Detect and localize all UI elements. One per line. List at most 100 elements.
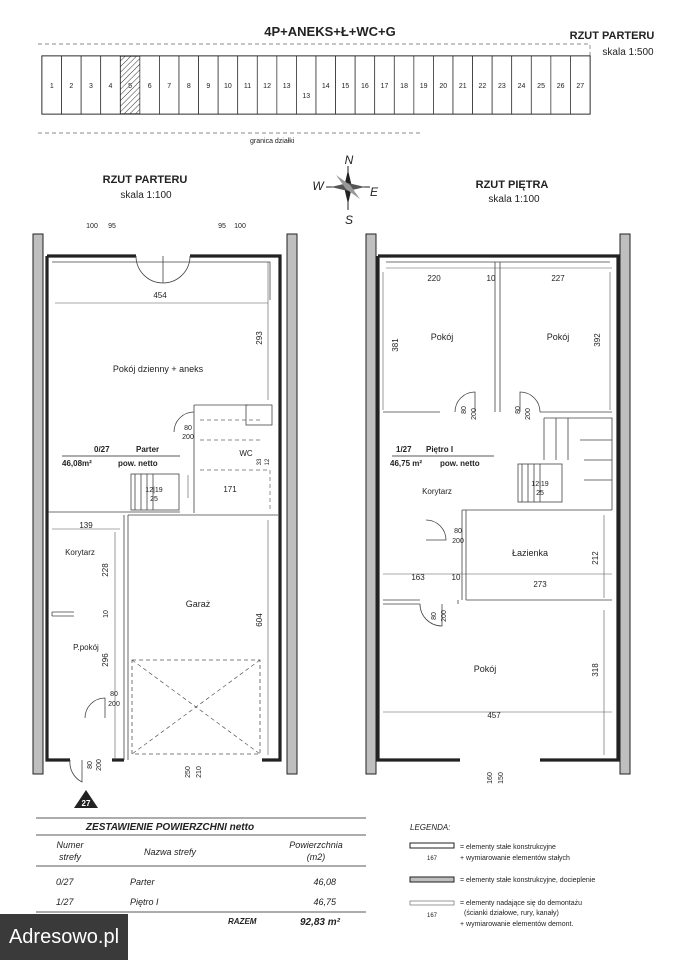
unit-cell-label: 18 — [400, 83, 408, 90]
gf-dim-wc2: 12 — [265, 458, 271, 465]
area-summary-table: ZESTAWIENIE POWIERZCHNI netto Numer stre… — [36, 817, 366, 928]
gf-room-living: Pokój dzienny + aneks — [113, 364, 204, 374]
legend: LEGENDA: 167 = elementy stałe konstrukcy… — [409, 823, 595, 928]
upper-floor-scale: skala 1:100 — [488, 194, 540, 205]
gf-room-utility: P.pokój — [73, 643, 99, 652]
row-1-area: 46,75 — [313, 897, 337, 907]
uf-dim-318: 318 — [591, 663, 600, 677]
unit-cell-label: 19 — [420, 83, 428, 90]
unit-cell-label: 20 — [439, 83, 447, 90]
compass-w: W — [312, 179, 325, 193]
uf-room-3: Pokój — [474, 664, 497, 674]
gf-dim-604: 604 — [255, 613, 264, 627]
uf-dim-80b: 80 — [515, 406, 522, 414]
row-1-zone: 1/27 — [56, 897, 75, 907]
ground-floor-plan — [32, 233, 298, 783]
header-area-1: Powierzchnia — [289, 840, 343, 850]
uf-room-bathroom: Łazienka — [512, 548, 548, 558]
gf-room-wc: WC — [239, 449, 253, 458]
header-area-2: (m2) — [307, 852, 326, 862]
unit-cell-label: 5 — [128, 83, 132, 90]
uf-dim-200a: 200 — [471, 408, 478, 420]
gf-room-garage: Garaż — [186, 599, 211, 609]
unit-cell-label: 22 — [478, 83, 486, 90]
unit-cell-label: 25 — [537, 83, 545, 90]
header-zone-1: Numer — [56, 840, 84, 850]
gf-zone-id: 0/27 — [94, 445, 110, 454]
uf-dim-200c: 200 — [452, 538, 464, 545]
uf-dim-80d: 80 — [431, 612, 438, 620]
uf-area: 46,75 m² — [390, 459, 422, 468]
uf-dim-220: 220 — [427, 274, 441, 283]
ground-floor-scale: skala 1:100 — [120, 190, 172, 201]
uf-stair-25: 25 — [536, 490, 544, 497]
gf-dim-80c: 80 — [87, 761, 94, 769]
unit-cell-label: 12 — [263, 83, 271, 90]
unit-cell-label: 3 — [89, 83, 93, 90]
unit-cell-label: 17 — [381, 83, 389, 90]
gf-zone-name: Parter — [136, 445, 159, 454]
unit-cell-label: 13 — [302, 93, 310, 100]
legend-item-1: = elementy stałe konstrukcyjne — [460, 844, 556, 851]
uf-room-1: Pokój — [431, 332, 454, 342]
row-0-area: 46,08 — [313, 877, 336, 887]
uf-dim-392: 392 — [593, 333, 602, 347]
unit-cell-label: 16 — [361, 83, 369, 90]
compass-e: E — [370, 185, 379, 199]
gf-room-corridor: Korytarz — [65, 548, 95, 557]
unit-badge: 27 — [74, 790, 98, 808]
unit-cell-label: 9 — [206, 83, 210, 90]
gf-dim-250: 250 — [185, 766, 192, 778]
unit-cell-label: 21 — [459, 83, 467, 90]
uf-stair: 12|19 — [531, 481, 548, 488]
row-0-name: Parter — [130, 877, 156, 887]
gf-dim-296: 296 — [101, 653, 110, 667]
legend-dim-1: 167 — [427, 856, 438, 862]
gf-stair-25: 25 — [150, 496, 158, 503]
gf-dim-293: 293 — [255, 331, 264, 345]
unit-badge-number: 27 — [82, 799, 91, 808]
watermark-logo: Adresowo.pl — [0, 914, 128, 960]
row-0-zone: 0/27 — [56, 877, 75, 887]
unit-cell-label: 7 — [167, 83, 171, 90]
gf-stair: 12|19 — [145, 487, 162, 494]
gf-area: 46,08m² — [62, 459, 92, 468]
uf-dim-163: 163 — [411, 573, 425, 582]
uf-dim-150: 150 — [498, 772, 505, 784]
unit-cell-label: 15 — [341, 83, 349, 90]
uf-zone-id: 1/27 — [396, 445, 412, 454]
gf-dim-454: 454 — [153, 291, 167, 300]
gf-dim-139: 139 — [79, 521, 93, 530]
gf-dim-100a: 100 — [86, 223, 98, 230]
gf-dim-95a: 95 — [108, 223, 116, 230]
uf-dim-273: 273 — [533, 580, 547, 589]
total-label: RAZEM — [228, 917, 257, 926]
legend-title: LEGENDA: — [410, 823, 450, 832]
unit-cell-label: 10 — [224, 83, 232, 90]
legend-item-6: + wymiarowanie elementów demont. — [460, 921, 573, 928]
site-plan-scale: skala 1:500 — [602, 47, 654, 58]
uf-dim-160: 160 — [487, 772, 494, 784]
row-1-name: Piętro I — [130, 897, 159, 907]
site-plan-title: RZUT PARTERU — [570, 30, 655, 42]
gf-dim-wc1: 33 — [257, 458, 263, 465]
unit-cell-label: 11 — [244, 83, 251, 90]
uf-dim-227: 227 — [551, 274, 565, 283]
uf-room-corridor: Korytarz — [422, 487, 452, 496]
header-zone-2: strefy — [59, 852, 82, 862]
plot-boundary-label: granica działki — [250, 138, 295, 145]
uf-room-2: Pokój — [547, 332, 570, 342]
summary-title: ZESTAWIENIE POWIERZCHNI netto — [85, 822, 254, 833]
unit-cell-label: 4 — [109, 83, 113, 90]
upper-floor-plan — [365, 233, 631, 775]
gf-dim-171: 171 — [223, 485, 237, 494]
uf-dim-10b: 10 — [452, 573, 461, 582]
uf-dim-200d: 200 — [441, 610, 448, 622]
uf-zone-name: Piętro I — [426, 445, 453, 454]
unit-cell — [296, 55, 317, 115]
unit-cell-label: 13 — [283, 83, 291, 90]
uf-dim-200b: 200 — [525, 408, 532, 420]
ground-floor-title: RZUT PARTERU — [103, 174, 188, 186]
gf-dim-80a: 80 — [184, 425, 192, 432]
